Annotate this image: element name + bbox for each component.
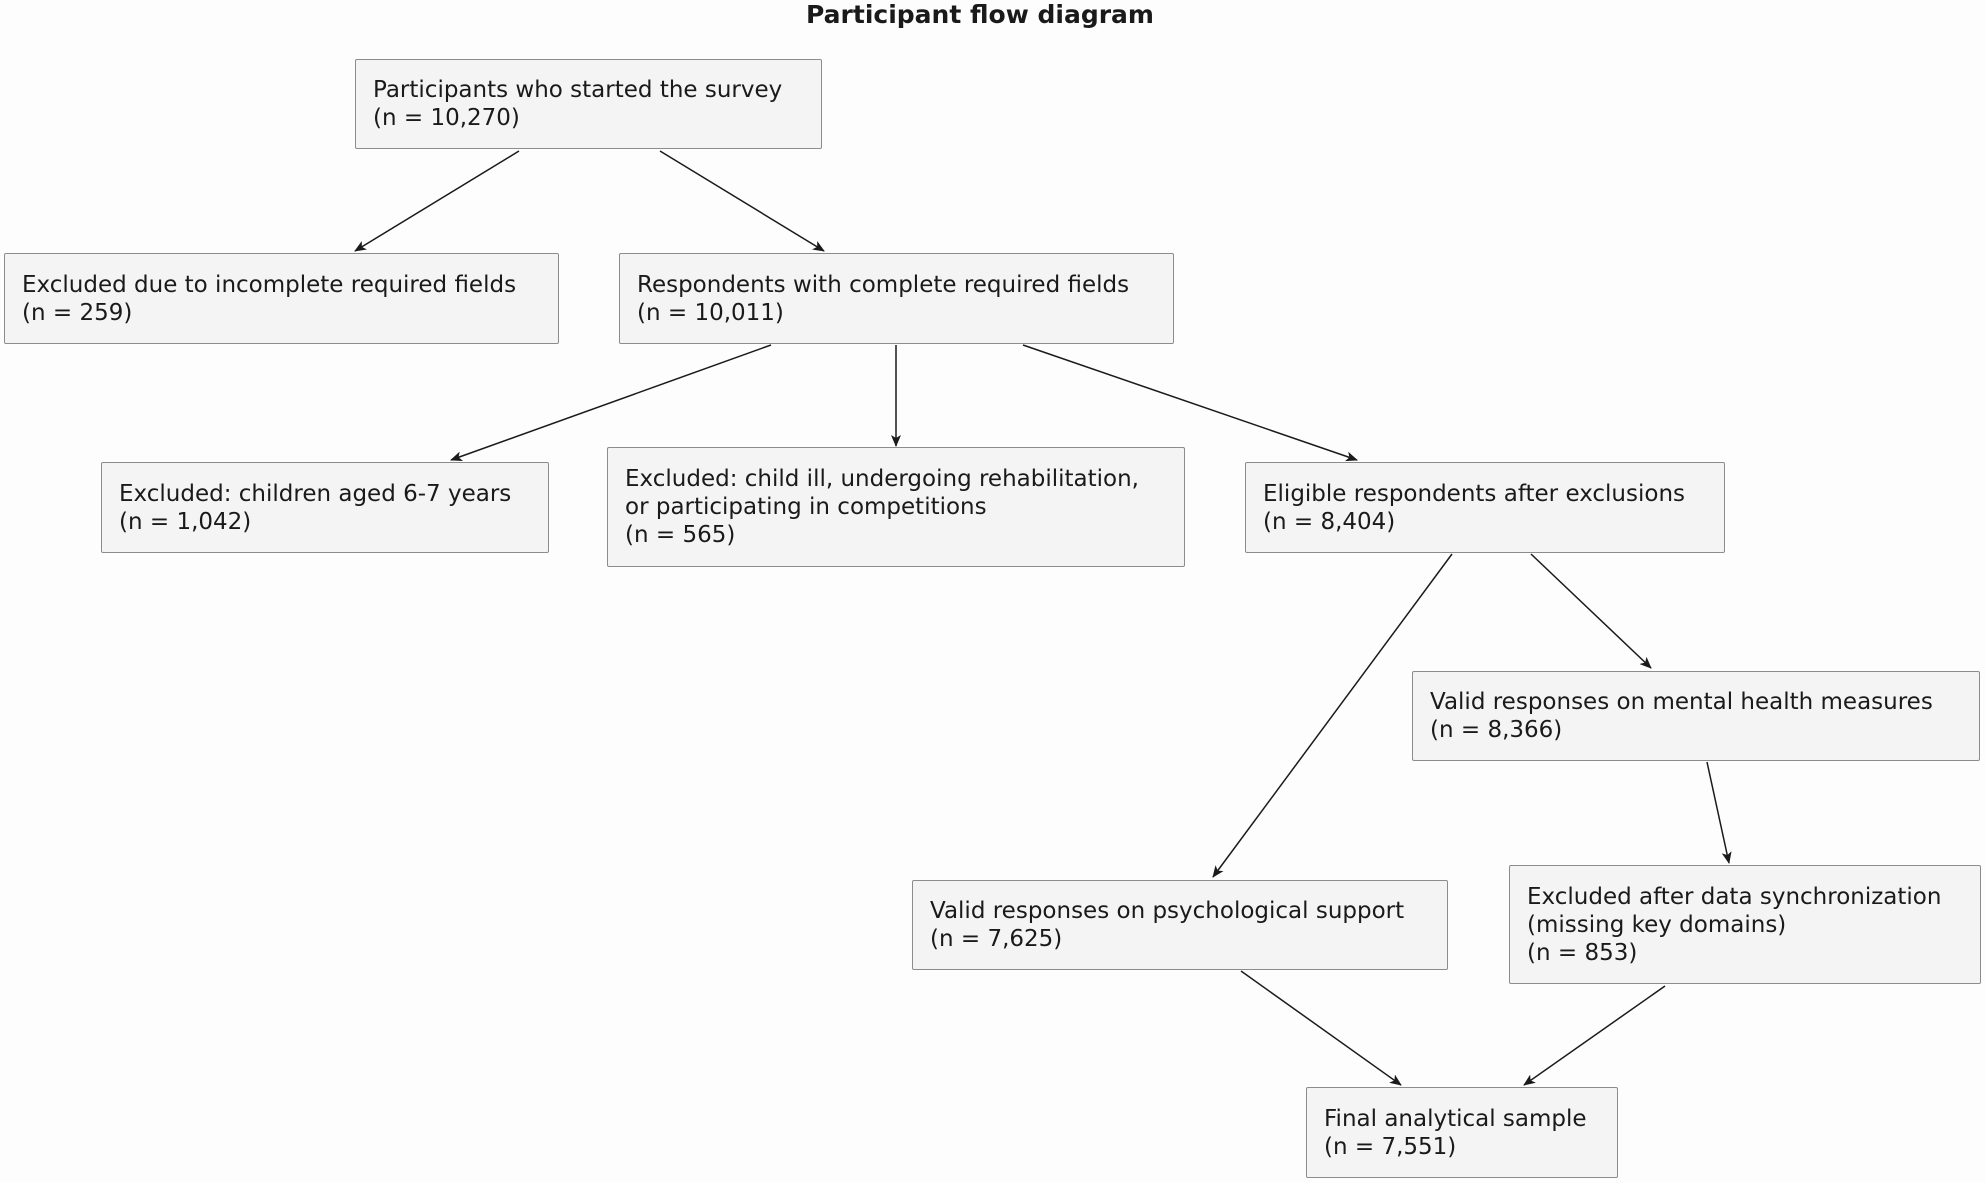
node-label: Respondents with complete required field… xyxy=(637,271,1130,298)
node-count: (n = 1,042) xyxy=(119,508,252,535)
node-count: (n = 7,551) xyxy=(1324,1133,1457,1160)
node-label: Excluded due to incomplete required fiel… xyxy=(22,271,517,298)
node-label: Valid responses on psychological support xyxy=(930,898,1405,924)
node-excluded-data-synchronization: Excluded after data synchronization (mis… xyxy=(1509,865,1981,984)
node-label-line2: or participating in competitions xyxy=(625,494,987,520)
node-label: Valid responses on mental health measure… xyxy=(1430,689,1933,715)
node-label-line1: Excluded after data synchronization xyxy=(1527,883,1942,910)
arrow-started-to-excluded_incomplete xyxy=(354,150,520,252)
node-count: (n = 565) xyxy=(625,522,736,548)
arrow-eligible-to-valid_mental xyxy=(1530,553,1652,669)
node-excluded-ill-rehab-competitions: Excluded: child ill, undergoing rehabili… xyxy=(607,447,1185,567)
node-excluded-children-6-7: Excluded: children aged 6-7 years (n = 1… xyxy=(101,462,549,553)
arrow-valid_mental-to-excluded_sync xyxy=(1706,761,1732,864)
node-excluded-incomplete-fields: Excluded due to incomplete required fiel… xyxy=(4,253,559,344)
arrow-valid_psych-to-final xyxy=(1240,970,1402,1086)
node-count: (n = 8,404) xyxy=(1263,508,1396,535)
node-participants-started: Participants who started the survey (n =… xyxy=(355,59,822,149)
arrow-complete-to-excluded_children xyxy=(450,344,772,461)
arrow-started-to-complete xyxy=(659,150,825,252)
diagram-title: Participant flow diagram xyxy=(806,0,1154,29)
node-count: (n = 259) xyxy=(22,299,133,326)
node-label-line2: (missing key domains) xyxy=(1527,911,1787,938)
node-label-line1: Excluded: child ill, undergoing rehabili… xyxy=(625,466,1139,492)
arrow-eligible-to-valid_psych xyxy=(1212,553,1453,878)
node-count: (n = 10,011) xyxy=(637,299,784,326)
node-label: Participants who started the survey xyxy=(373,77,783,103)
arrow-complete-to-eligible xyxy=(1022,344,1358,462)
node-complete-respondents: Respondents with complete required field… xyxy=(619,253,1174,344)
node-valid-psychological-support: Valid responses on psychological support… xyxy=(912,880,1448,970)
node-final-analytical-sample: Final analytical sample (n = 7,551) xyxy=(1306,1087,1618,1178)
node-count: (n = 853) xyxy=(1527,939,1638,966)
node-count: (n = 8,366) xyxy=(1430,717,1563,743)
node-eligible-respondents: Eligible respondents after exclusions (n… xyxy=(1245,462,1725,553)
node-count: (n = 10,270) xyxy=(373,105,520,131)
node-count: (n = 7,625) xyxy=(930,926,1063,952)
node-label: Excluded: children aged 6-7 years xyxy=(119,480,512,507)
node-label: Final analytical sample xyxy=(1324,1105,1587,1132)
arrow-excluded_sync-to-final xyxy=(1523,985,1666,1086)
node-label: Eligible respondents after exclusions xyxy=(1263,480,1686,507)
node-valid-mental-health: Valid responses on mental health measure… xyxy=(1412,671,1980,761)
